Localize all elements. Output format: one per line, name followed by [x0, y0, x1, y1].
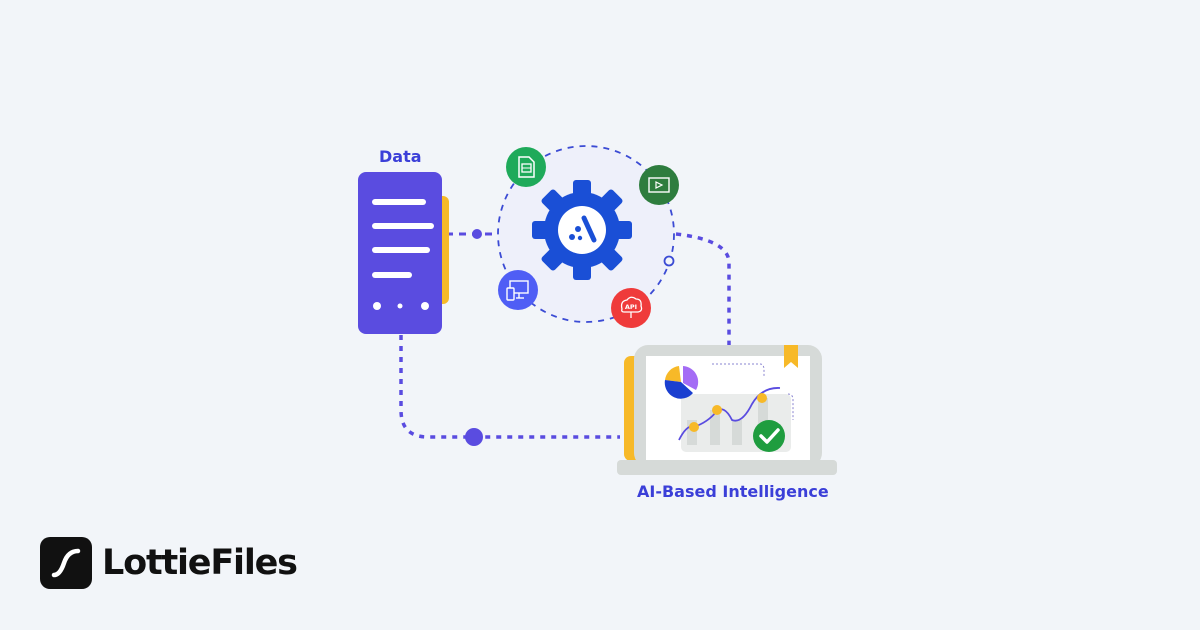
connector-dot [472, 229, 482, 239]
svg-text:API: API [625, 303, 637, 311]
laptop-dashboard-icon [617, 345, 837, 475]
output-label: AI-Based Intelligence [637, 482, 829, 501]
data-label: Data [379, 147, 422, 166]
connector-node [465, 428, 483, 446]
devices-icon [498, 270, 538, 310]
brand-name: LottieFiles [102, 543, 298, 583]
api-icon: API [611, 288, 651, 328]
lottiefiles-logo-icon [40, 537, 92, 589]
spreadsheet-icon [506, 147, 546, 187]
brand-logo[interactable]: LottieFiles [40, 537, 298, 589]
ai-engine-gear-icon [532, 180, 632, 280]
video-icon [639, 165, 679, 205]
data-server-icon [358, 172, 449, 334]
orbit-marker [663, 255, 675, 267]
